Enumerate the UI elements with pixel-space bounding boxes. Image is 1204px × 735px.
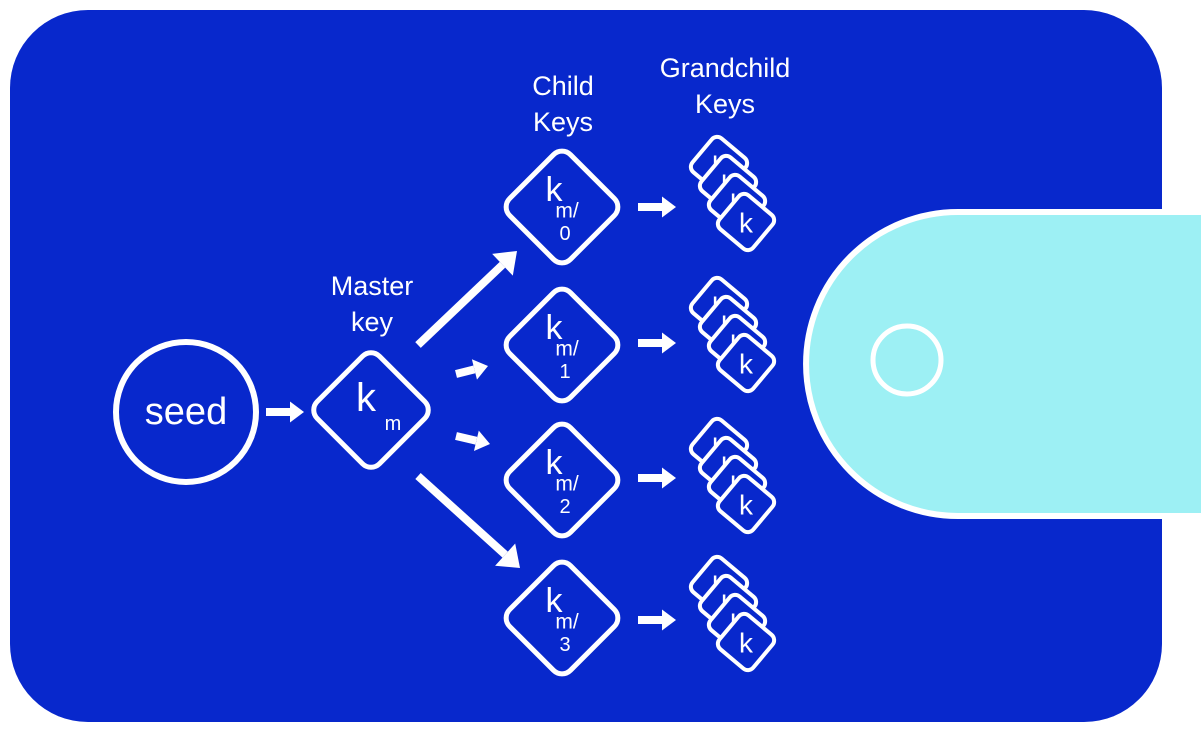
child-key-subscript: m/ (555, 338, 578, 361)
child-key-index: 3 (559, 634, 570, 656)
grandchild-key-symbol: k (739, 208, 754, 239)
arrow-right-icon (415, 473, 520, 568)
grandchild-key-diamond (715, 611, 777, 673)
grandchild-key-symbol: k (739, 349, 754, 380)
grandchild-keys-header-line2: Keys (695, 89, 755, 119)
grandchild-key-card: k (715, 332, 777, 394)
child-key-symbol: k (546, 444, 564, 482)
grandchild-key-diamond (715, 332, 777, 394)
grandchild-keys-group: kkkkkkkkkkkkkkkk (688, 134, 777, 673)
child-key-node: km/1 (503, 286, 621, 404)
child-key-index: 1 (559, 361, 570, 383)
grandchild-key-card: k (715, 611, 777, 673)
child-key-node: km/3 (503, 559, 621, 677)
child-key-subscript: m/ (555, 473, 578, 496)
circle-button-icon (870, 323, 944, 397)
arrow-right-icon (415, 251, 517, 348)
child-key-diamond (503, 559, 621, 677)
grandchild-key-diamond (715, 191, 777, 253)
wallet-body (10, 10, 1162, 722)
master-key-symbol: k (356, 376, 377, 420)
child-key-diamond (503, 148, 621, 266)
arrow-right-icon (638, 332, 676, 354)
child-key-index: 2 (559, 496, 570, 518)
child-keys-header-line2: Keys (533, 107, 593, 137)
grandchild-key-diamond (715, 473, 777, 535)
arrow-right-icon (638, 609, 676, 631)
child-keys-header-line1: Child (532, 71, 594, 101)
grandchild-key-symbol: k (739, 490, 754, 521)
arrow-right-icon (455, 430, 490, 452)
child-key-symbol: k (546, 171, 564, 209)
grandchild-key-card: k (715, 191, 777, 253)
arrow-right-icon (638, 196, 676, 218)
child-key-diamond (503, 286, 621, 404)
child-key-symbol: k (546, 309, 564, 347)
master-key-node: k m (311, 350, 431, 470)
seed-node: seed (113, 339, 259, 485)
grandchild-key-symbol: k (739, 628, 754, 659)
child-key-index: 0 (559, 223, 570, 245)
child-key-subscript: m/ (555, 611, 578, 634)
grandchild-key-card: k (715, 473, 777, 535)
master-key-title-line1: Master (331, 271, 414, 301)
child-key-subscript: m/ (555, 200, 578, 223)
master-key-subscript: m (385, 413, 402, 435)
grandchild-keys-header-line1: Grandchild (660, 53, 791, 83)
arrows-group (266, 196, 676, 631)
arrow-right-icon (455, 359, 488, 380)
master-key-diamond (311, 350, 431, 470)
child-key-node: km/0 (503, 148, 621, 266)
master-key-title-line2: key (351, 307, 394, 337)
seed-circle (113, 339, 259, 485)
child-key-symbol: k (546, 582, 564, 620)
child-key-node: km/2 (503, 421, 621, 539)
seed-label: seed (145, 391, 227, 433)
child-keys-group: km/0km/1km/2km/3 (503, 148, 621, 677)
arrow-right-icon (266, 401, 304, 423)
arrow-right-icon (638, 467, 676, 489)
child-key-diamond (503, 421, 621, 539)
wallet-flap (803, 209, 1204, 519)
